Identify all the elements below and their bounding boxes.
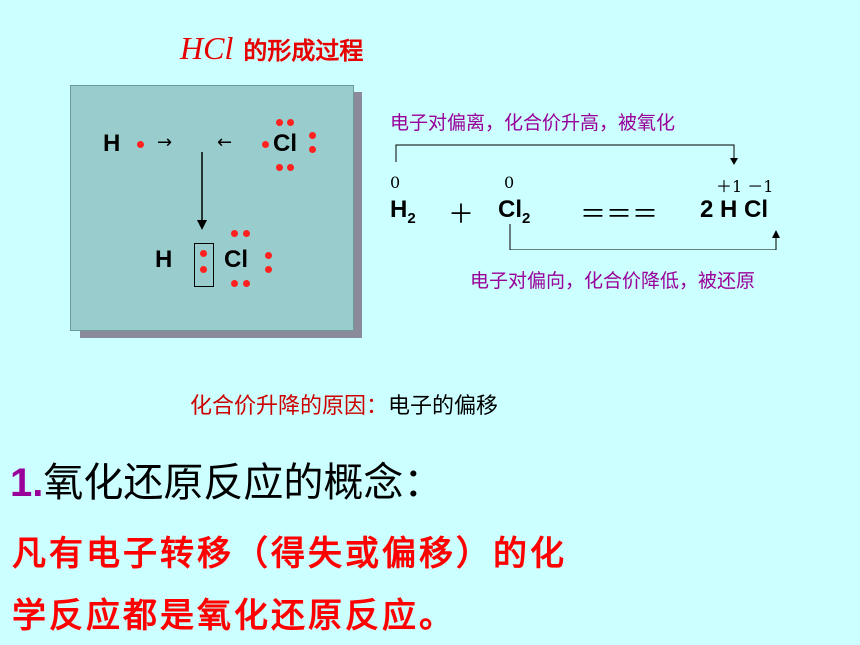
reason-label: 化合价升降的原因： (190, 394, 389, 419)
title-text: 的形成过程 (243, 37, 364, 65)
electron-dot (276, 164, 283, 171)
electron-dot (137, 141, 144, 148)
concept-heading: 1.氧化还原反应的概念： (10, 450, 443, 508)
oxidation-note: 电子对偏离，化合价升高，被氧化 (390, 112, 676, 134)
result-atom-cl: Cl (224, 246, 248, 273)
electron-dot (200, 266, 207, 273)
atom-h: H (103, 130, 121, 157)
down-arrow-icon (197, 152, 207, 230)
electron-dot (231, 230, 238, 237)
electron-dot (287, 119, 294, 126)
reduction-note: 电子对偏向，化合价降低，被还原 (470, 270, 756, 292)
shared-pair-box (194, 243, 214, 287)
plus-sign: ＋ (448, 200, 475, 230)
definition-line-2: 学反应都是氧化还原反应。 (12, 596, 456, 636)
title-formula: HCl (180, 30, 234, 66)
arrow-right: → (157, 132, 173, 153)
cl2-subscript: 2 (522, 210, 531, 227)
electron-dot (287, 164, 294, 171)
electron-dot (309, 146, 316, 153)
electron-dot-diagram: H → ← Cl H Cl (70, 85, 354, 331)
electron-dot (276, 119, 283, 126)
electron-dot (243, 230, 250, 237)
h2-symbol: H (390, 196, 408, 223)
reactant-h2: H2 (390, 196, 416, 227)
reason-value: 电子的偏移 (388, 394, 499, 419)
cl2-symbol: Cl (498, 196, 522, 223)
ox-state-cl2: 0 (504, 173, 515, 192)
reason-line: 化合价升降的原因：电子的偏移 (190, 388, 498, 420)
electron-dot (309, 132, 316, 139)
ox-state-h2: 0 (390, 173, 401, 192)
atom-cl: Cl (273, 130, 297, 157)
electron-dot (265, 266, 272, 273)
definition-line-1: 凡有电子转移（得失或偏移）的化 (12, 534, 567, 574)
ox-state-hcl: ＋1 －1 (716, 177, 774, 196)
electron-dot (265, 252, 272, 259)
result-atom-h: H (155, 246, 173, 273)
electron-dot (200, 250, 207, 257)
reactant-cl2: Cl2 (498, 196, 530, 227)
electron-dot (243, 280, 250, 287)
product-hcl: 2 H Cl (700, 196, 769, 223)
electron-dot (231, 280, 238, 287)
electron-transfer-brackets (395, 144, 780, 250)
equals-sign: ＝＝＝ (580, 200, 659, 230)
concept-number: 1. (10, 461, 44, 505)
arrow-left: ← (217, 132, 233, 153)
h2-subscript: 2 (407, 210, 416, 227)
concept-text: 氧化还原反应的概念： (43, 460, 444, 506)
electron-dot (262, 141, 269, 148)
page-title: HCl 的形成过程 (180, 30, 363, 70)
